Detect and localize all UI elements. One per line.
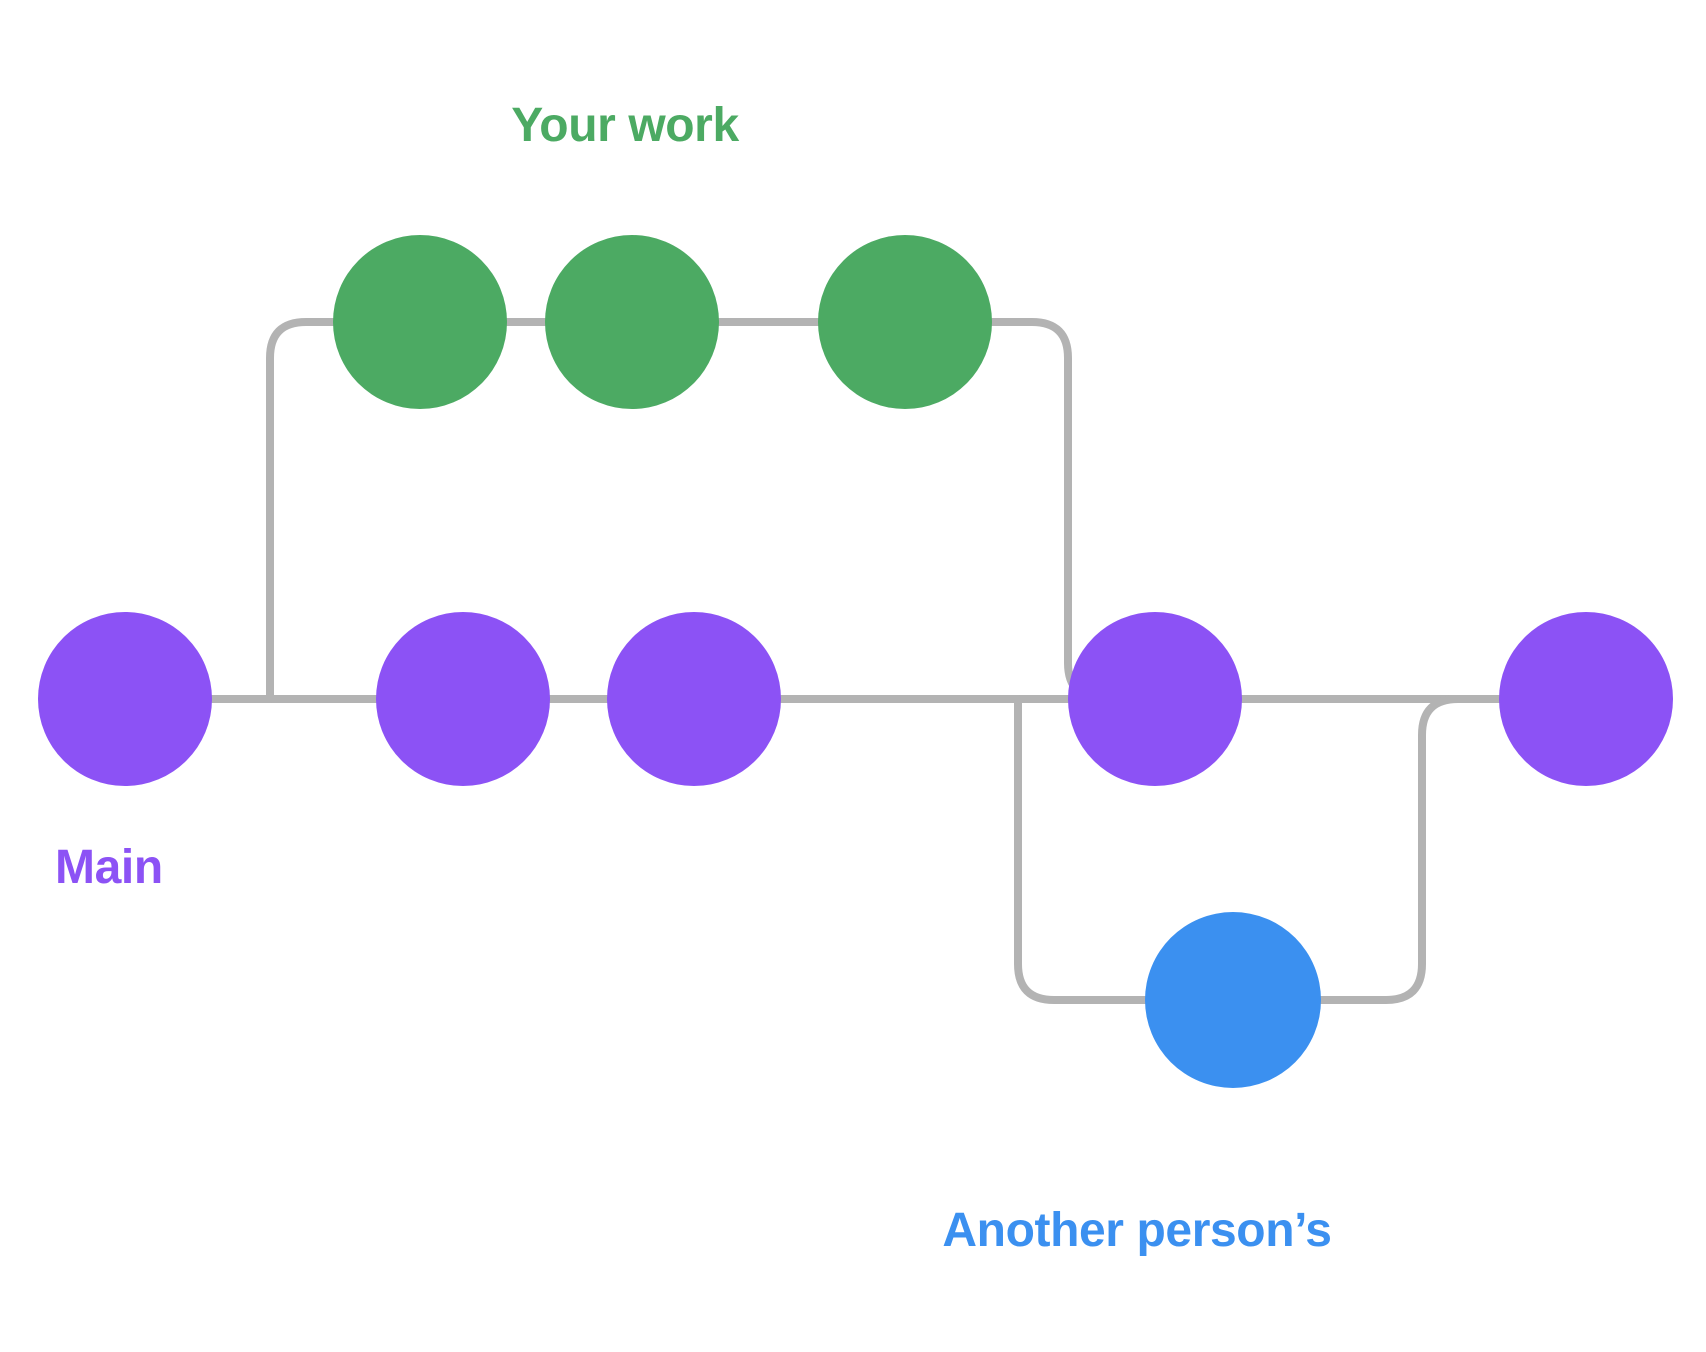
commit-node-yours-1[interactable] [333, 235, 507, 409]
commit-node-main-4[interactable] [1068, 612, 1242, 786]
commit-node-main-2[interactable] [376, 612, 550, 786]
wire-merge-another-person-into-main [1317, 695, 1503, 1004]
another-person-branch-label: Another person’s work [787, 1077, 1487, 1352]
another-person-label-line-1: Another person’s [942, 1204, 1332, 1258]
commit-node-main-3[interactable] [607, 612, 781, 786]
wire-branch-out-another-person [1014, 695, 1149, 1004]
commit-node-yours-2[interactable] [545, 235, 719, 409]
commit-node-other-1[interactable] [1145, 912, 1321, 1088]
wire-branch-out-your-work [266, 318, 337, 703]
main-branch-label: Main [55, 841, 163, 895]
commit-node-main-1[interactable] [38, 612, 212, 786]
your-work-branch-label: Your work [511, 99, 739, 153]
commit-node-main-5[interactable] [1499, 612, 1673, 786]
commit-node-yours-3[interactable] [818, 235, 992, 409]
